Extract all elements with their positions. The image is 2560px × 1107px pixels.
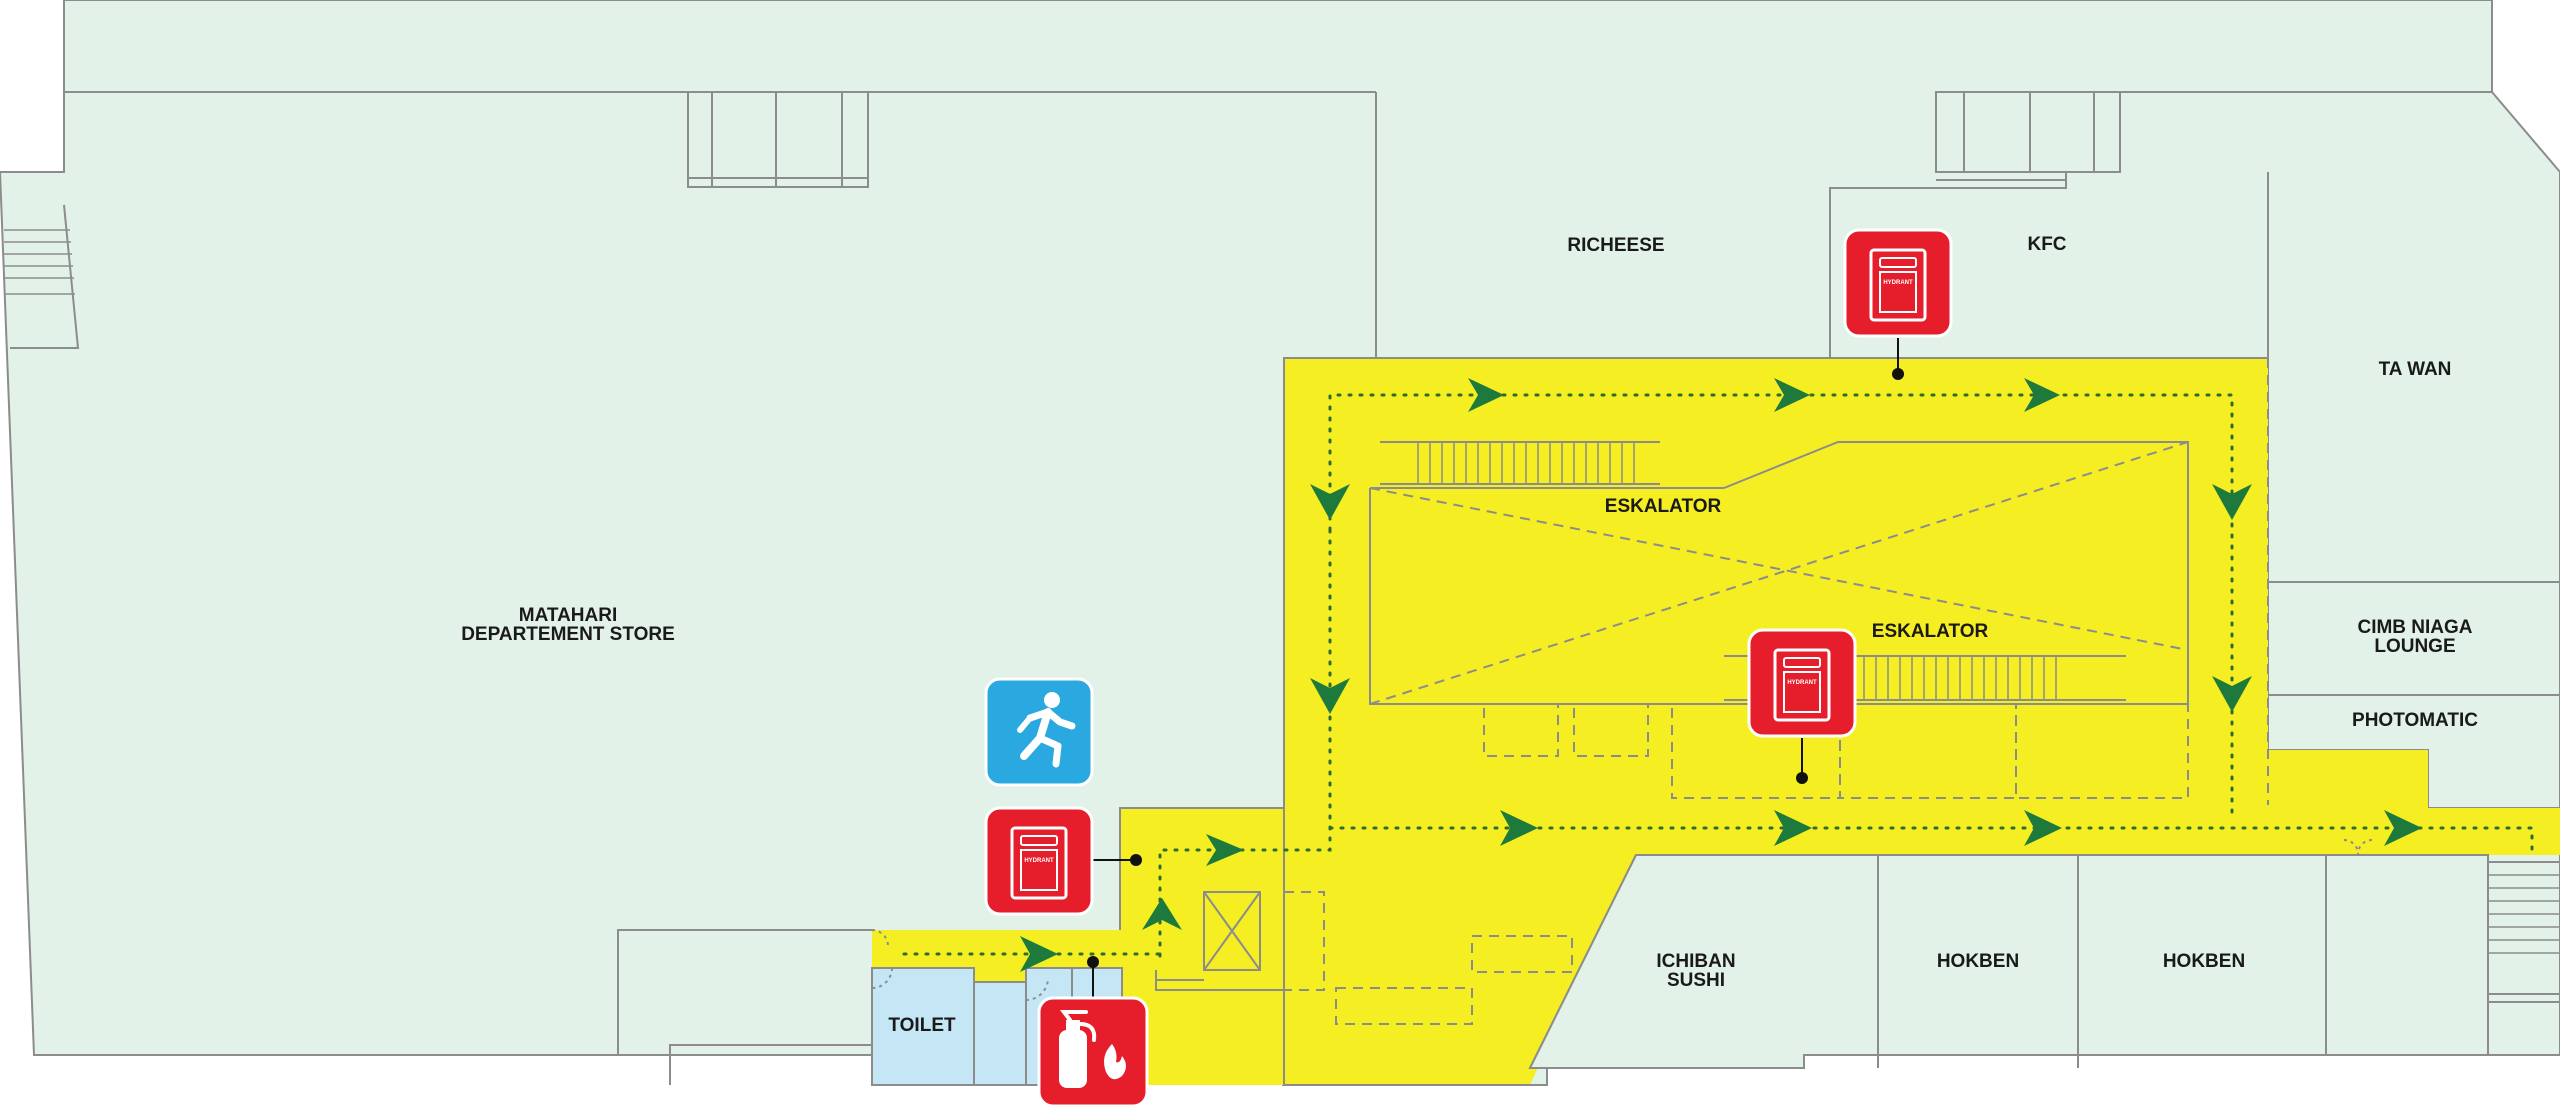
label-ichiban-line1: ICHIBAN	[1656, 951, 1735, 972]
route-arrow-down-1	[1310, 484, 1350, 520]
route-arrow-right-7	[2384, 810, 2422, 846]
room-labels: MATAHARI DEPARTEMENT STORE RICHEESE KFC …	[461, 234, 2478, 1036]
label-hokben-2: HOKBEN	[2163, 951, 2245, 972]
route-arrow-right-8	[1206, 834, 1244, 866]
left-staircase	[4, 204, 80, 349]
route-arrow-right-6	[2024, 810, 2062, 846]
route-arrow-right-4	[1500, 810, 1538, 846]
hydrant-marker-escalator: HYDRANT	[1747, 628, 1857, 784]
route-arrow-down-4	[2212, 676, 2252, 712]
route-arrow-down-2	[1310, 678, 1350, 714]
label-ta-wan: TA WAN	[2379, 359, 2452, 380]
fire-extinguisher-icon	[1059, 1010, 1126, 1088]
hydrant-marker-west: HYDRANT	[984, 806, 1142, 916]
lower-shops	[1528, 854, 2489, 1069]
svg-text:HYDRANT: HYDRANT	[1883, 280, 1913, 286]
route-arrow-right-3	[2024, 378, 2060, 412]
label-ichiban-line2: SUSHI	[1667, 970, 1725, 991]
label-matahari-line1: MATAHARI	[519, 605, 618, 626]
label-matahari-line2: DEPARTEMENT STORE	[461, 624, 675, 645]
top-stair-right	[1935, 91, 2121, 181]
hydrant-marker-kfc: HYDRANT	[1843, 228, 1953, 380]
route-arrows	[1020, 378, 2422, 972]
label-eskalator-top: ESKALATOR	[1605, 496, 1722, 517]
label-photomatic: PHOTOMATIC	[2352, 710, 2478, 731]
corridor-area	[872, 358, 2560, 1085]
route-arrow-right-5	[1774, 810, 1812, 846]
toilet-room	[871, 967, 975, 1086]
label-cimb-line1: CIMB NIAGA	[2357, 617, 2472, 638]
label-toilet: TOILET	[888, 1015, 956, 1036]
label-hokben-1: HOKBEN	[1937, 951, 2019, 972]
label-kfc: KFC	[2027, 234, 2066, 255]
upper-escalator	[1380, 441, 1660, 485]
hydrant-icon: HYDRANT	[1010, 826, 1068, 900]
top-stair-left	[687, 91, 869, 188]
route-arrow-right-9	[1020, 936, 1058, 972]
evacuation-route	[902, 393, 2534, 962]
route-arrow-up-1	[1142, 898, 1182, 930]
svg-text:HYDRANT: HYDRANT	[1787, 680, 1817, 686]
label-richeese: RICHEESE	[1567, 235, 1664, 256]
svg-text:HYDRANT: HYDRANT	[1024, 858, 1054, 864]
label-cimb-line2: LOUNGE	[2374, 636, 2455, 657]
route-arrow-right-1	[1468, 378, 1504, 412]
exit-marker	[984, 677, 1094, 787]
emergency-exit-running-person-icon	[1017, 692, 1076, 768]
route-arrow-right-2	[1774, 378, 1810, 412]
hydrant-icon: HYDRANT	[1869, 248, 1927, 322]
extinguisher-marker	[1037, 956, 1149, 1107]
hydrant-icon: HYDRANT	[1773, 648, 1831, 722]
route-arrow-down-3	[2212, 484, 2252, 520]
label-eskalator-bottom: ESKALATOR	[1872, 621, 1989, 642]
